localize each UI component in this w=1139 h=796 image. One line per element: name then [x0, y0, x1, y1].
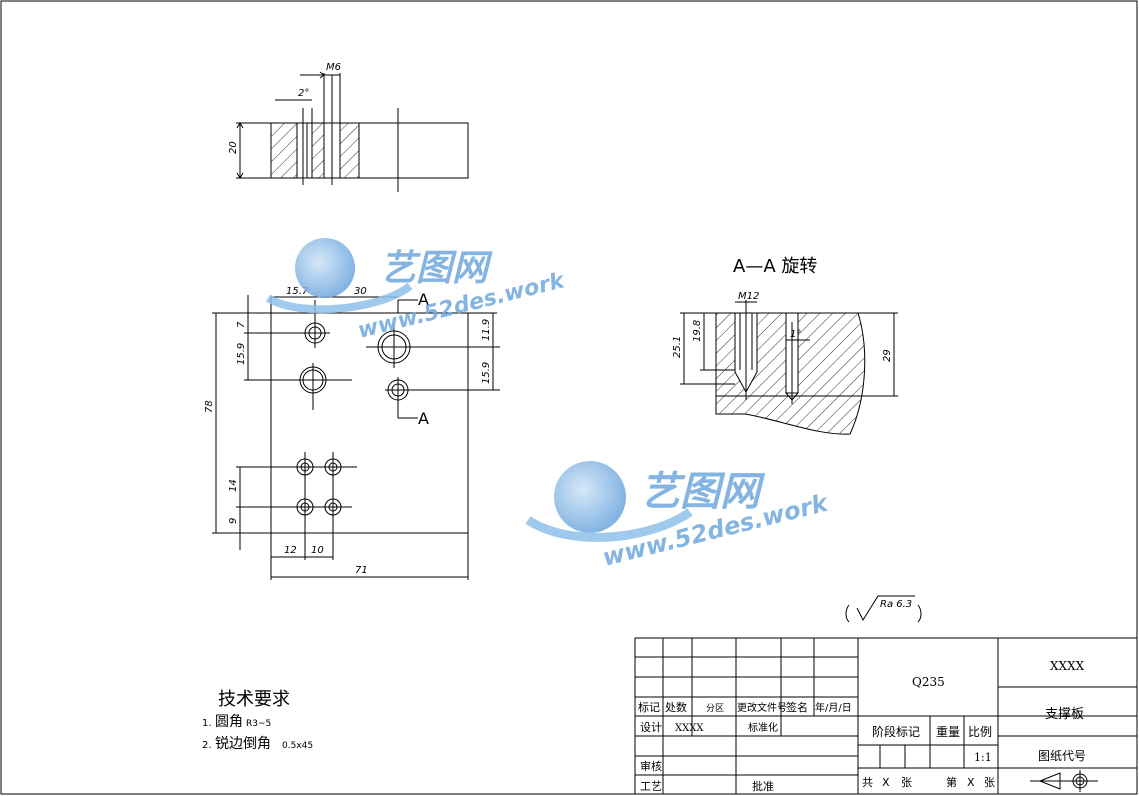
tb-x2: X: [967, 776, 975, 789]
dim-71: 71: [355, 565, 368, 576]
tech-item-2-num: 2.: [202, 740, 212, 751]
tb-designer: XXXX: [675, 723, 704, 734]
tb-label-design: 设计: [640, 721, 662, 734]
tb-part-name: 支撑板: [1045, 707, 1084, 722]
dim-15-9-right: 15.9: [481, 362, 492, 384]
section-title: A—A 旋转: [733, 256, 817, 277]
tb-label-date: 年/月/日: [815, 701, 852, 714]
tb-label-mark: 标记: [638, 700, 660, 714]
tb-label-zone: 分区: [706, 703, 724, 714]
dim-19-8: 19.8: [692, 320, 703, 342]
tech-item-1-text: 圆角: [215, 714, 243, 730]
dim-20: 20: [228, 141, 239, 154]
tb-drawing-no-label: 图纸代号: [1038, 749, 1086, 763]
tb-company: XXXX: [1050, 659, 1085, 673]
dim-78: 78: [204, 400, 215, 413]
tb-label-signature: 签名: [786, 700, 808, 714]
dim-15-7: 15.7: [286, 286, 309, 297]
watermark-brand-2: 艺图网: [640, 469, 766, 515]
tb-x1: X: [882, 776, 890, 789]
tech-heading: 技术要求: [218, 689, 290, 710]
front-view: [212, 295, 500, 580]
section-mark-bottom: A: [418, 409, 429, 428]
dim-1deg: 1°: [790, 329, 801, 340]
tb-sheets1: 张: [901, 776, 912, 789]
watermark-brand-1: 艺图网: [380, 248, 493, 289]
dim-m12: M12: [738, 291, 759, 302]
dim-25-1: 25.1: [672, 336, 683, 358]
title-block: [634, 637, 1138, 795]
dim-15-9-left: 15.9: [236, 343, 247, 365]
dim-11-9: 11.9: [481, 319, 492, 341]
dim-m6: M6: [326, 62, 341, 73]
tech-item-1-num: 1.: [202, 718, 212, 729]
tb-label-count: 处数: [665, 701, 687, 714]
tb-weight: 重量: [936, 725, 960, 739]
tb-sheets2: 张: [984, 776, 995, 789]
globe-icon: [295, 238, 355, 298]
tb-label-review: 审核: [640, 759, 662, 773]
dim-12: 12: [284, 545, 297, 556]
dim-7: 7: [236, 321, 247, 328]
tb-scale-value: 1:1: [974, 751, 992, 764]
tb-page: 第: [946, 775, 957, 789]
tech-item-1-spec: R3~5: [246, 719, 271, 729]
tech-item-2-spec: 0.5x45: [282, 741, 313, 751]
top-view: [236, 71, 469, 192]
watermark-2: 艺图网 www.52des.work: [525, 461, 832, 572]
tb-total: 共: [862, 776, 873, 789]
roughness-value: Ra 6.3: [880, 599, 912, 610]
tb-label-process: 工艺: [640, 780, 662, 793]
globe-icon: [554, 461, 626, 533]
dim-9: 9: [228, 518, 239, 524]
roughness-symbol: [845, 595, 922, 623]
tb-label-change-doc: 更改文件号: [737, 701, 787, 714]
dim-29: 29: [882, 349, 893, 362]
dim-2deg: 2°: [298, 88, 309, 99]
tb-stage-mark: 阶段标记: [872, 724, 920, 739]
tb-label-standardize: 标准化: [748, 721, 778, 734]
tb-label-approve: 批准: [752, 779, 774, 793]
tb-scale-label: 比例: [968, 725, 992, 739]
dim-10: 10: [311, 545, 324, 556]
dim-30: 30: [354, 286, 367, 297]
section-mark-top: A: [418, 290, 429, 309]
section-view: [680, 300, 898, 435]
dim-14: 14: [228, 479, 239, 492]
tech-item-2-text: 锐边倒角: [215, 736, 271, 752]
tb-material: Q235: [912, 675, 945, 689]
